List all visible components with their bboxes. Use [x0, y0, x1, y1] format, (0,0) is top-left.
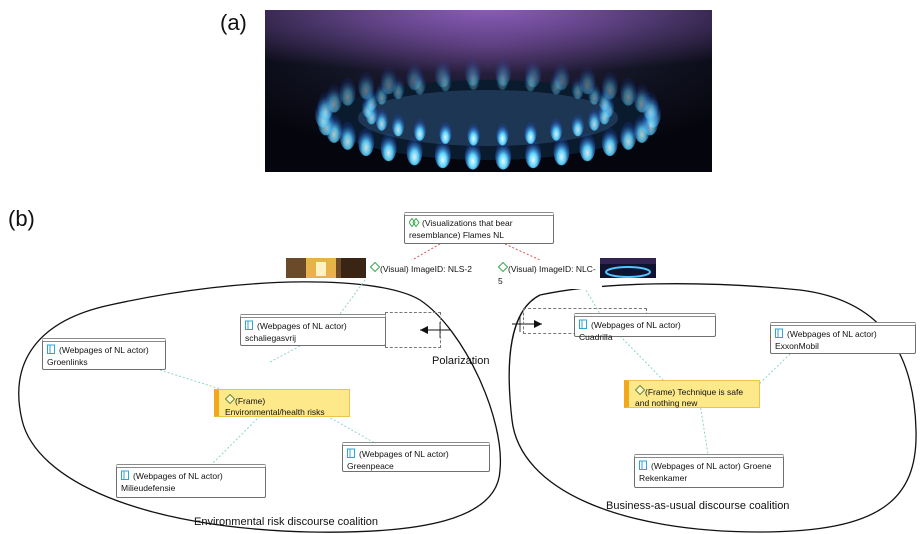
frame-environmental-health-risks[interactable]: (Frame) Environmental/health risks: [214, 389, 350, 417]
actor-node-greenpeace[interactable]: (Webpages of NL actor) Greenpeace: [342, 442, 490, 472]
visual-node-nls-2[interactable]: (Visual) ImageID: NLS-2: [366, 260, 486, 277]
document-icon: [347, 448, 357, 461]
bulb-diamond-icon: [634, 384, 646, 397]
polarization-label: Polarization: [432, 355, 490, 367]
root-node[interactable]: (Visualizations that bear resemblance) F…: [404, 212, 554, 244]
gas-flame-photo: [265, 10, 712, 172]
actor-node-groene-rekenkamer[interactable]: (Webpages of NL actor) Groene Rekenkamer: [634, 454, 784, 488]
thumbnail-nls-2: [286, 258, 366, 278]
actor-node-cuadrilla[interactable]: (Webpages of NL actor) Cuadrilla: [574, 313, 716, 342]
document-icon: [245, 320, 255, 333]
panel-b-label: (b): [8, 206, 35, 231]
document-icon: [579, 319, 589, 332]
diamond-icon: [369, 261, 381, 274]
polarization-dashed-box-left: [385, 312, 441, 348]
left-coalition-outline: [18, 281, 502, 533]
diamond-icon: [497, 261, 509, 274]
panel-a-label: (a): [220, 10, 247, 35]
visual-node-nlc-5[interactable]: (Visual) ImageID: NLC-5: [494, 260, 602, 289]
thumbnail-nlc-5: [600, 258, 656, 278]
bulb-diamond-icon: [224, 393, 236, 406]
document-icon: [775, 328, 785, 341]
right-coalition-caption: Business-as-usual discourse coalition: [606, 500, 790, 512]
actor-node-exxonmobil[interactable]: (Webpages of NL actor) ExxonMobil: [770, 322, 916, 354]
frame-technique-is-safe[interactable]: (Frame) Technique is safe and nothing ne…: [624, 380, 760, 408]
document-icon: [639, 460, 649, 473]
left-coalition-caption: Environmental risk discourse coalition: [194, 516, 379, 528]
right-coalition-outline: [508, 283, 917, 533]
actor-node-schaliegasvrij[interactable]: (Webpages of NL actor) schaliegasvrij: [240, 314, 386, 346]
actor-node-groenlinks[interactable]: (Webpages of NL actor) Groenlinks: [42, 338, 166, 370]
polarization-arrow-right: [512, 316, 542, 332]
actor-node-milieudefensie[interactable]: (Webpages of NL actor) Milieudefensie: [116, 464, 266, 498]
double-diamond-icon: [408, 217, 420, 230]
document-icon: [121, 470, 131, 483]
document-icon: [47, 344, 57, 357]
